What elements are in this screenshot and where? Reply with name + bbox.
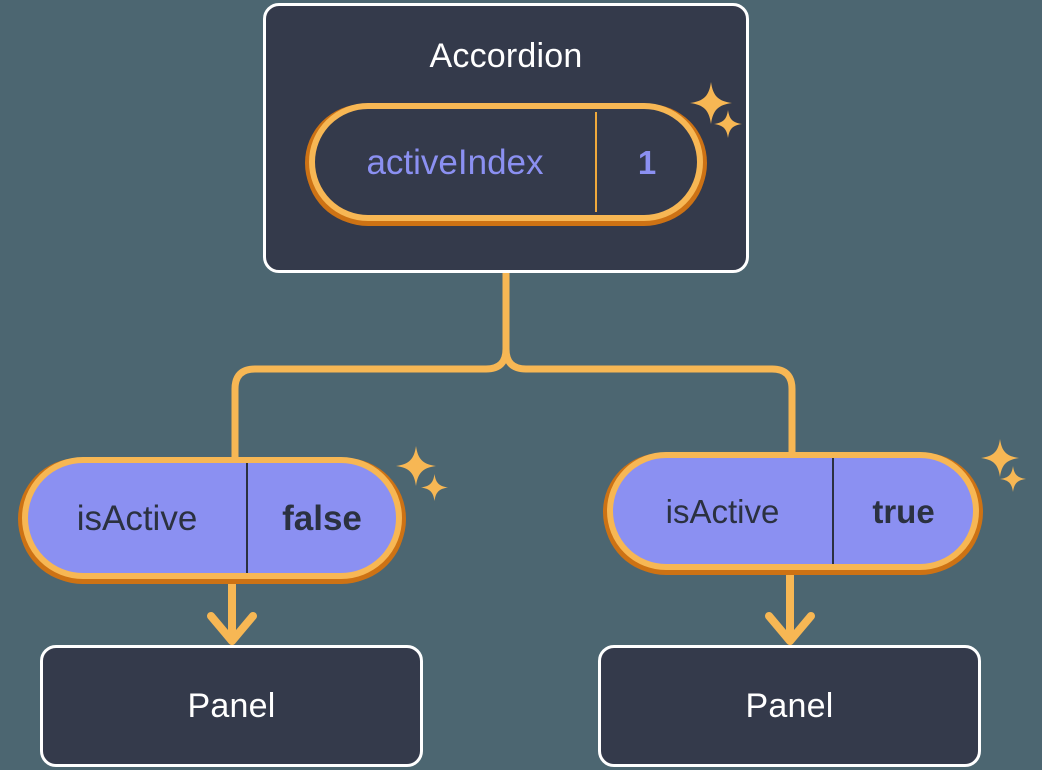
sparkle-icon-small xyxy=(714,110,742,138)
sparkle-icon-large xyxy=(981,439,1019,477)
sparkle-icon-large xyxy=(690,82,732,124)
state-pill-divider xyxy=(246,463,248,573)
sparkle-icon-small xyxy=(421,474,448,501)
component-node-panel-left[interactable]: Panel xyxy=(40,645,423,767)
state-pill-key: activeIndex xyxy=(366,142,544,182)
state-pill-value: false xyxy=(282,498,362,538)
state-pill-key: isActive xyxy=(76,498,198,538)
component-node-panel-right[interactable]: Panel xyxy=(598,645,981,767)
state-pill-key: isActive xyxy=(665,492,780,530)
sparkle-icon-large xyxy=(396,446,436,486)
component-title-accordion: Accordion xyxy=(429,37,583,75)
state-pill-value: true xyxy=(872,492,935,530)
state-pill-divider xyxy=(832,458,834,564)
connector-branch-left xyxy=(231,345,510,465)
state-pill-isactive-true[interactable]: isActive true xyxy=(607,452,979,570)
arrow-right-head xyxy=(765,612,815,645)
state-pill-isactive-false[interactable]: isActive false xyxy=(22,457,402,579)
component-title-panel: Panel xyxy=(187,687,276,725)
state-pill-value: 1 xyxy=(637,143,657,181)
sparkle-icon-small xyxy=(1000,466,1026,492)
component-title-panel: Panel xyxy=(745,687,834,725)
state-pill-activeindex[interactable]: activeIndex 1 xyxy=(309,103,703,221)
connector-branch-right xyxy=(502,345,796,459)
arrow-left-head xyxy=(207,612,257,645)
state-pill-divider xyxy=(595,112,597,212)
